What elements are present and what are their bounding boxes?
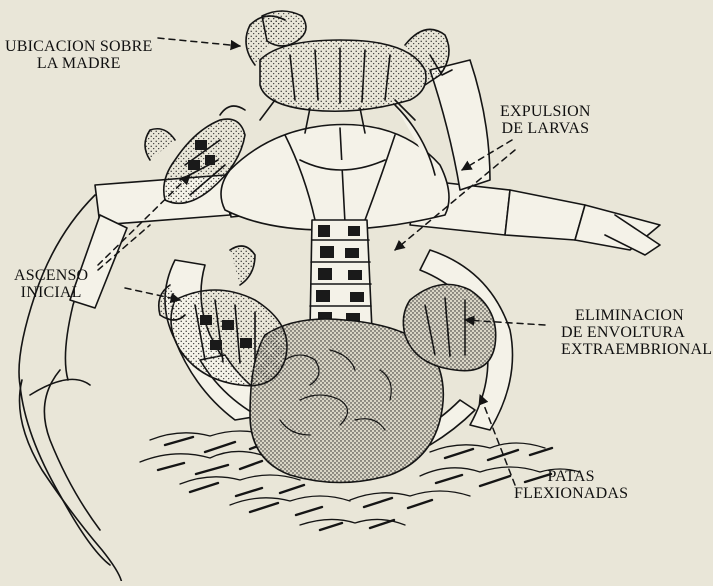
label-line: INICIAL <box>14 284 88 301</box>
label-line: DE ENVOLTURA <box>561 324 712 341</box>
label-ubicacion-sobre-la-madre: UBICACION SOBRE LA MADRE <box>5 38 152 72</box>
label-ascenso-inicial: ASCENSO INICIAL <box>14 267 88 301</box>
label-eliminacion-envoltura: ELIMINACION DE ENVOLTURA EXTRAEMBRIONAL <box>561 307 712 358</box>
label-line: LA MADRE <box>5 55 152 72</box>
mother-prosoma <box>221 125 449 231</box>
label-line: DE LARVAS <box>500 120 591 137</box>
label-line: PATAS <box>514 468 628 485</box>
mother-abdomen-segments <box>310 220 372 330</box>
label-line: EXPULSION <box>500 103 591 120</box>
label-line: UBICACION SOBRE <box>5 38 152 55</box>
label-patas-flexionadas: PATAS FLEXIONADAS <box>514 468 628 502</box>
larva-top <box>246 11 452 133</box>
label-line: ASCENSO <box>14 267 88 284</box>
label-line: EXTRAEMBRIONAL <box>561 341 712 358</box>
label-expulsion-de-larvas: EXPULSION DE LARVAS <box>500 103 591 137</box>
label-line: FLEXIONADAS <box>514 485 628 502</box>
label-line: ELIMINACION <box>561 307 712 324</box>
